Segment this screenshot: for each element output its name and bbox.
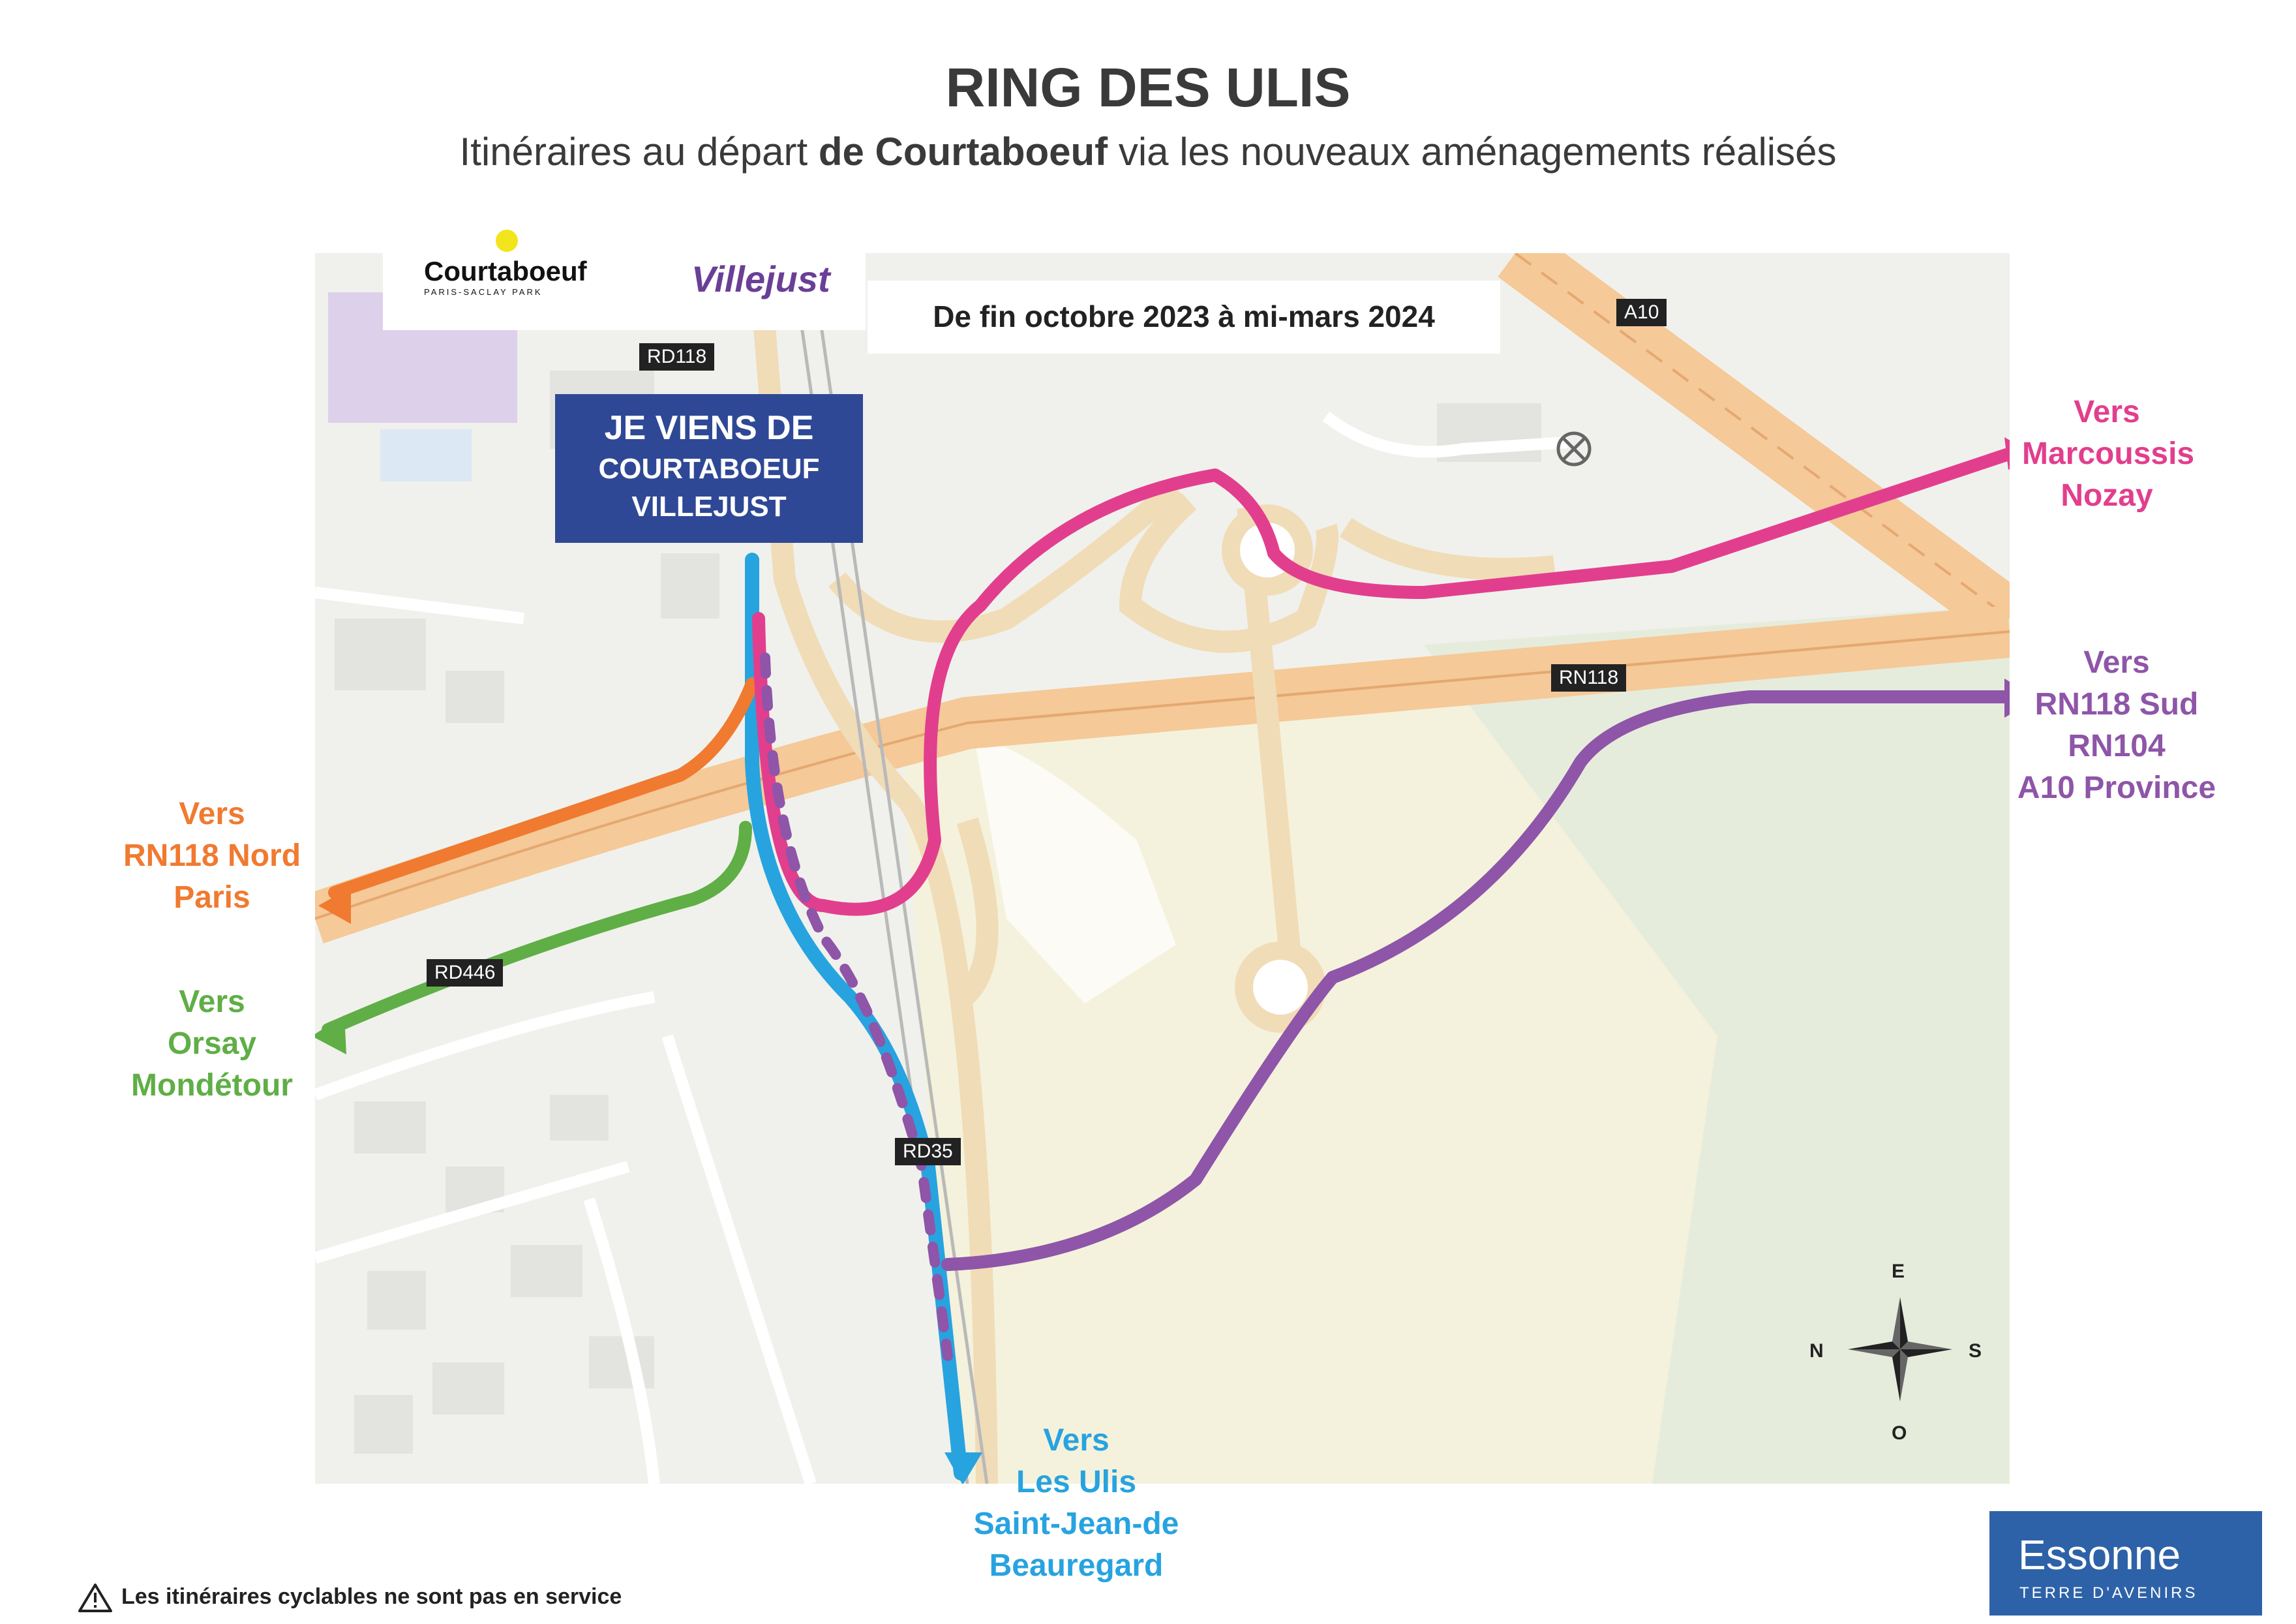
road-tag-rn118: RN118 (1551, 664, 1627, 692)
route-shared-dashed (760, 652, 953, 1361)
page-subtitle: Itinéraires au départ de Courtaboeuf via… (0, 129, 2296, 174)
sun-dot-icon (496, 230, 518, 252)
warning-icon (78, 1584, 112, 1612)
page-title: RING DES ULIS (945, 57, 1351, 118)
subtitle-bold: de Courtaboeuf (818, 130, 1108, 174)
villejust-logo: Villejust (691, 258, 830, 299)
start-box: JE VIENS DE COURTABOEUF VILLEJUST (555, 394, 863, 543)
route-orsay (322, 821, 752, 1036)
wood-area (1424, 605, 2010, 1484)
logo-banner (383, 253, 866, 330)
subtitle-part-2: via les nouveaux aménagements réalisés (1108, 130, 1837, 174)
subtitle-part-1: Itinéraires au départ (459, 130, 819, 174)
dest-rn118-nord: Vers RN118 Nord Paris (123, 797, 301, 915)
compass-e: E (1892, 1261, 1905, 1282)
dest-marcoussis: Vers Marcoussis Nozay (2022, 395, 2195, 513)
road-tag-a10: A10 (1616, 299, 1667, 326)
road-tag-rd446: RD446 (427, 959, 504, 987)
road-tag-rd35: RD35 (895, 1138, 961, 1165)
route-les-ulis (745, 553, 968, 1480)
dest-orsay: Vers Orsay Mondétour (131, 985, 293, 1103)
dest-les-ulis: Vers Les Ulis Saint-Jean-de Beauregard (973, 1423, 1179, 1583)
courtaboeuf-logo: Courtaboeuf PARIS-SACLAY PARK (424, 230, 587, 297)
compass-s: S (1969, 1340, 1982, 1362)
compass-n: N (1809, 1340, 1824, 1362)
dest-rn118-sud: Vers RN118 Sud RN104 A10 Province (2017, 645, 2216, 805)
essonne-logo: Essonne TERRE D'AVENIRS (1989, 1511, 2262, 1616)
route-rn118-sud (941, 690, 2010, 1271)
compass-o: O (1892, 1422, 1907, 1444)
period-label: De fin octobre 2023 à mi-mars 2024 (868, 281, 1500, 354)
road-tag-rd118: RD118 (639, 343, 715, 371)
compass-icon (1848, 1297, 1952, 1402)
route-rn118-nord (328, 677, 759, 899)
cycle-warning: Les itinéraires cyclables ne sont pas en… (78, 1583, 622, 1613)
